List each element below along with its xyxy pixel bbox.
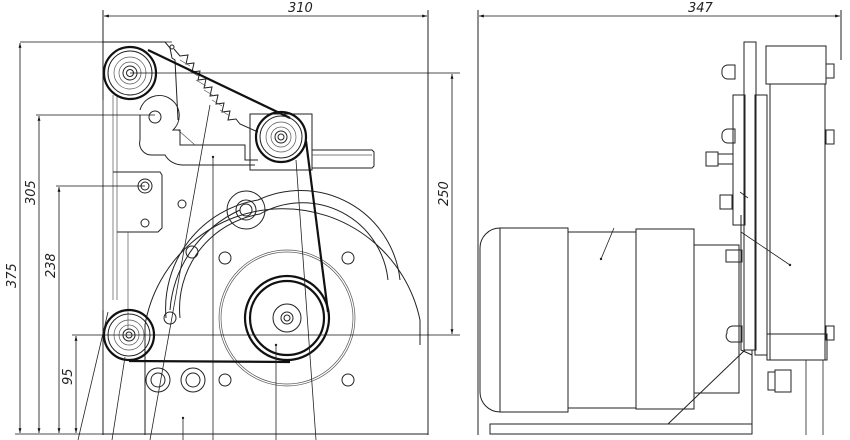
dimension-375: 375	[5, 41, 172, 433]
dimension-95: 95	[15, 334, 460, 435]
front-view	[77, 10, 429, 440]
dimension-347: 347	[479, 1, 840, 18]
dim-label-305: 305	[24, 180, 39, 205]
dimension-310: 310	[104, 1, 427, 18]
electric-motor	[477, 227, 740, 413]
dim-label-347: 347	[688, 1, 714, 16]
drive-pulley	[218, 249, 356, 387]
dimension-250: 250	[130, 72, 460, 334]
dim-label-250: 250	[437, 181, 452, 206]
dim-label-310: 310	[288, 1, 313, 16]
dimension-305: 305	[24, 114, 155, 433]
angle-bracket	[489, 349, 753, 435]
dimension-238: 238	[44, 185, 145, 433]
tracking-wheel	[249, 110, 375, 171]
side-view	[477, 10, 842, 435]
dim-label-95: 95	[61, 368, 76, 385]
dim-label-238: 238	[44, 253, 59, 278]
tension-spring	[169, 44, 259, 133]
dim-label-375: 375	[5, 263, 20, 288]
